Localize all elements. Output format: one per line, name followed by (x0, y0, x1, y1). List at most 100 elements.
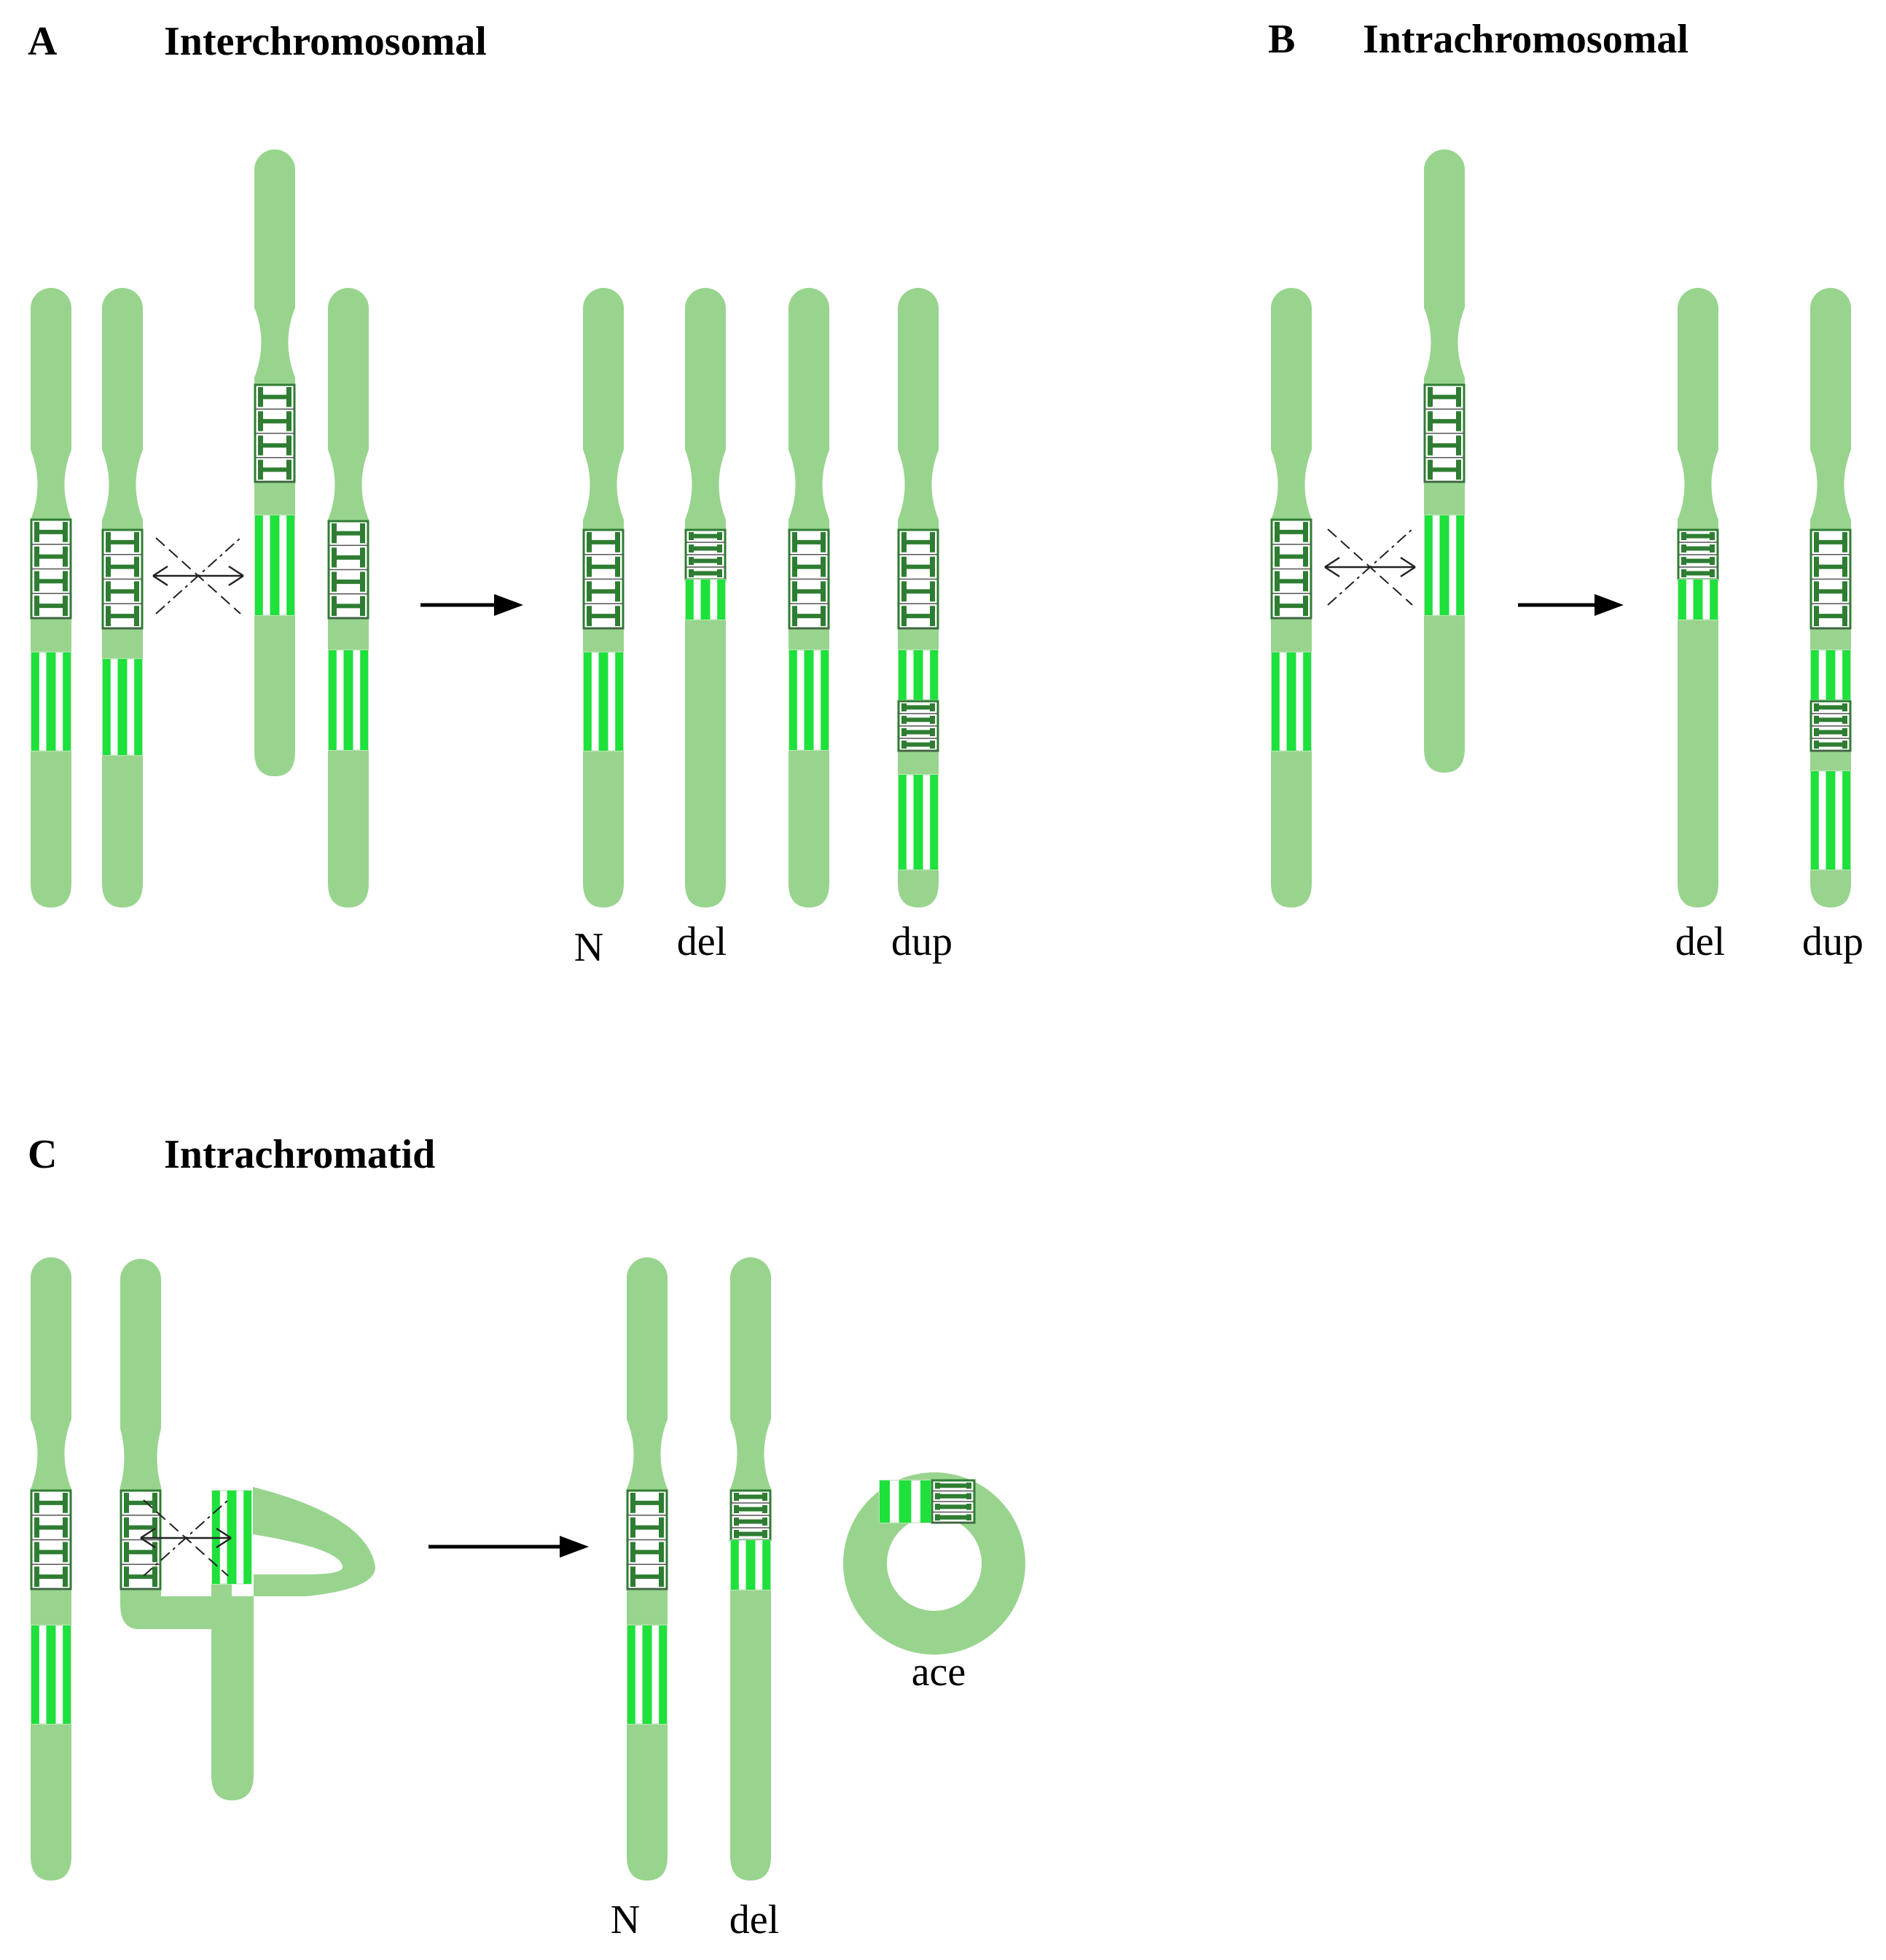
bright-stripe-block-icon (1424, 515, 1465, 616)
panel-b-title: Intrachromosomal (1363, 17, 1689, 62)
dark-band (1814, 539, 1847, 544)
dark-band (34, 529, 68, 534)
panel-b-letter: B (1268, 17, 1295, 62)
dark-band (935, 1504, 971, 1510)
label-b-dup: dup (1802, 919, 1863, 964)
bright-band (598, 652, 609, 751)
crossover-icon-b (1324, 528, 1416, 606)
arrow-right-icon-c (429, 1536, 589, 1558)
crossover-arrowheads (152, 565, 244, 587)
bright-band (31, 652, 39, 751)
dark-band (34, 579, 68, 584)
crossover-arrowheads (140, 1527, 232, 1549)
dark-h-block-icon (30, 518, 72, 620)
dark-h-block-icon (1270, 518, 1312, 620)
bright-stripe-block-icon (254, 515, 295, 616)
dark-band (792, 564, 826, 569)
dark-band (901, 564, 935, 569)
dark-band (587, 539, 620, 544)
dark-band (34, 554, 68, 559)
bright-band (1811, 650, 1819, 700)
dark-h-block-icon (729, 1489, 772, 1542)
dark-h-block-icon (897, 528, 939, 630)
bright-band (1272, 652, 1280, 751)
dark-band (34, 1525, 68, 1530)
panel-c-letter: C (28, 1132, 57, 1177)
dark-band (1275, 554, 1308, 559)
bright-band (615, 652, 623, 751)
dark-h-block-icon (582, 528, 625, 630)
crossover-icon-c (140, 1499, 232, 1577)
dark-band (792, 589, 826, 594)
dark-band (901, 717, 935, 722)
bright-band (804, 650, 814, 750)
bright-band (1826, 771, 1836, 870)
dark-band (34, 1500, 68, 1505)
arrow-right-icon-a (420, 594, 523, 616)
bright-band (46, 1625, 56, 1724)
dark-band (901, 742, 935, 747)
dark-band (332, 604, 365, 609)
dark-band (1814, 614, 1847, 619)
label-c-del: del (729, 1897, 779, 1943)
dark-band (258, 443, 291, 448)
dark-band (734, 1519, 767, 1524)
bright-stripe-block-icon (898, 774, 939, 870)
dark-band (34, 1574, 68, 1580)
dark-band (935, 1483, 971, 1488)
bright-band (930, 650, 938, 700)
dark-band (258, 418, 291, 423)
bright-band (880, 1480, 890, 1523)
dark-band (1814, 742, 1847, 747)
bright-stripe-block-icon (583, 652, 624, 751)
dark-h-block-icon (1423, 383, 1466, 483)
dark-band (689, 546, 722, 551)
crossover-arrowheads (1324, 556, 1416, 578)
dark-h-block-icon (626, 1489, 668, 1590)
crossover-icon-a (152, 537, 244, 614)
bright-band (686, 579, 694, 620)
bright-band (1303, 652, 1311, 751)
dark-band (124, 1525, 157, 1530)
dark-h-block-icon (1809, 528, 1852, 630)
bright-band (930, 775, 938, 870)
bright-stripe-block-icon (328, 649, 369, 751)
bright-band (584, 652, 592, 751)
dark-band (792, 539, 826, 544)
dark-band (106, 564, 139, 569)
bright-band (270, 515, 280, 615)
dark-h-block-icon (120, 1489, 162, 1590)
bright-band (63, 1625, 71, 1724)
dark-band (124, 1550, 157, 1555)
dark-band (34, 604, 68, 609)
dark-h-block-icon (254, 383, 296, 483)
dark-band (1428, 418, 1461, 423)
diagram-shapes (30, 149, 1852, 1881)
dark-h-block-icon (1809, 700, 1852, 752)
label-a-del: del (677, 919, 727, 964)
bright-band (920, 1480, 931, 1523)
dark-band (1428, 443, 1461, 448)
bright-band (1693, 579, 1703, 620)
dark-h-block-icon (684, 528, 727, 581)
bright-band (913, 775, 923, 870)
dark-band (34, 1550, 68, 1555)
dark-band (1814, 717, 1847, 722)
dark-h-block-icon (30, 1489, 72, 1590)
bright-band (360, 650, 368, 750)
bright-stripe-block-icon (685, 579, 726, 620)
bright-band (1425, 515, 1433, 615)
arrow-head (560, 1536, 589, 1558)
bright-band (1286, 652, 1296, 751)
dark-h-block-icon (931, 1479, 976, 1524)
dark-band (1681, 534, 1715, 539)
dark-band (734, 1531, 767, 1537)
bright-stripe-block-icon (898, 649, 939, 700)
bright-band (1826, 650, 1836, 700)
dark-band (1681, 558, 1715, 563)
arrow-head (494, 594, 523, 616)
dark-band (1428, 467, 1461, 472)
bright-band (1710, 579, 1718, 620)
